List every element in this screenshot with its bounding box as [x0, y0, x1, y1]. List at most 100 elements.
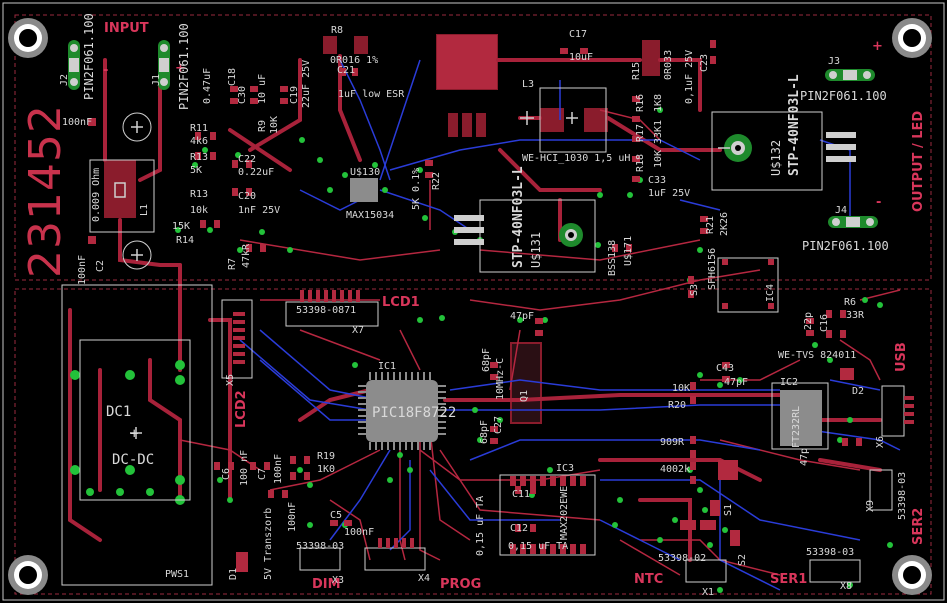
x5-ref: X5: [225, 373, 236, 386]
c22-ref: C22: [238, 154, 257, 165]
c27-val: 68pF: [479, 419, 490, 444]
c23-val: 0,1uF 25V: [684, 49, 695, 104]
c16-ref: C16: [819, 313, 830, 332]
r16-val: 1K8: [653, 93, 664, 112]
d1-val: 5V Transzorb: [263, 507, 274, 580]
r8-ref: R8: [331, 25, 344, 36]
r14-ref: R14: [176, 235, 195, 246]
j4-ref: J4: [835, 205, 848, 216]
r20-ref: R20: [668, 400, 687, 411]
c20-val: 1nF 25V: [238, 205, 281, 216]
r21-val: 2K26: [719, 211, 730, 236]
input-output-zone: [14, 14, 932, 281]
ic3-ref: IC3: [556, 463, 575, 474]
max202ewe-label: MAX202EWE: [559, 485, 570, 540]
r17-ref: R17: [635, 123, 646, 142]
bss138-label: BSS138: [607, 239, 618, 276]
label-ser2: SER2: [911, 507, 926, 545]
l3-ref: L3: [522, 79, 535, 90]
mounting-holes: [8, 18, 932, 595]
r22-val: 5K 0.1%: [411, 167, 422, 210]
r11-ref: R11: [190, 123, 209, 134]
c18-val: 0.47uF: [202, 67, 213, 104]
r9-ref: R9: [257, 119, 268, 132]
r13b-val: 10k: [190, 205, 209, 216]
ic2-package: [780, 390, 822, 446]
c21-ref: C21: [337, 65, 356, 76]
c21-val: 1uF low ESR: [338, 89, 405, 100]
c6-val: 100 nF: [239, 449, 250, 486]
r15-ref: R15: [631, 61, 642, 80]
x3-ref: X3: [332, 575, 345, 586]
c30-val: 10 uF: [257, 73, 268, 104]
max15034-label: MAX15034: [346, 210, 395, 221]
r14-val: 15K: [172, 221, 191, 232]
r8-val: 0R016 1%: [330, 55, 379, 66]
c27-ref: C27: [493, 415, 504, 434]
ic3-outline: [499, 474, 596, 556]
x1-conn: 53398-02: [658, 553, 707, 564]
x9-ref: X9: [865, 499, 876, 512]
pws1-outline: [61, 284, 213, 586]
c16-val: 22p: [803, 311, 814, 330]
u131-ref: U$131: [529, 231, 543, 268]
c-47pf: 47pF: [510, 311, 535, 322]
j2-ref: J2: [59, 73, 70, 86]
plus-sign-out: +: [872, 39, 883, 54]
plus-sign: +: [175, 61, 186, 76]
logic-zone: [14, 288, 932, 595]
x9-conn: 53398-03: [897, 471, 908, 520]
x3-conn: 53398-03: [296, 541, 345, 552]
x6-ref: X6: [875, 435, 886, 448]
c19-ref: C19: [289, 85, 300, 104]
u131-outline: [479, 199, 596, 273]
dc1-plus: +: [130, 426, 139, 442]
ic1-package: [358, 372, 446, 450]
r-909r: 909R: [660, 437, 685, 448]
r22-ref: R22: [431, 171, 442, 190]
u132-ref: U$132: [769, 139, 783, 176]
c43-ref: C43: [716, 363, 735, 374]
label-output: OUTPUT / LED: [911, 110, 926, 212]
r13b-ref: R13: [190, 189, 209, 200]
label-input: INPUT: [104, 21, 149, 36]
s1-ref: S1: [723, 503, 734, 516]
r6-val: 33R: [846, 310, 865, 321]
label-prog: PROG: [440, 577, 482, 592]
c-47p: 47p: [799, 447, 810, 466]
lcd1-conn: 53398-0871: [296, 305, 357, 316]
c33-ref: C33: [648, 175, 667, 186]
r13a-ref: R13: [190, 152, 209, 163]
u132-outline: [711, 111, 823, 191]
r13a-val: 5K: [190, 165, 203, 176]
r-4002k: 4002k: [660, 464, 691, 475]
c17-val: 10uF: [569, 52, 594, 63]
label-dim: DIM: [312, 577, 341, 592]
ic4-ref: IC4: [765, 283, 776, 302]
minus-sign-out: -: [876, 195, 882, 210]
label-lcd2: LCD2: [234, 390, 249, 428]
r18-ref: R18: [635, 153, 646, 172]
r9-val: 10K: [269, 115, 280, 134]
stp-u131: STP-40NF03L-L: [511, 166, 526, 268]
to220-u132: [724, 132, 856, 162]
label-usb: USB: [894, 342, 909, 372]
c17-ref: C17: [569, 29, 588, 40]
c5-ref: C5: [330, 510, 343, 521]
pws1-ref: PWS1: [165, 569, 190, 580]
l1-ref: L1: [139, 203, 150, 216]
r11-val: 4k6: [190, 136, 209, 147]
r21-ref: R21: [705, 215, 716, 234]
c33-val: 1uF 25V: [648, 188, 691, 199]
j4-part: PIN2F061.100: [802, 239, 889, 253]
c6-ref: C6: [221, 467, 232, 480]
j3-ref: J3: [828, 56, 841, 67]
board-id: 231452: [20, 104, 71, 278]
q1-val: 10MHz-C: [495, 357, 506, 400]
c12-ref: C12: [510, 523, 529, 534]
r17-val: 33K1: [653, 119, 664, 144]
d2-ref: D2: [852, 386, 865, 397]
r19-ref: R19: [317, 451, 336, 462]
u130-ref: U$130: [350, 167, 381, 178]
